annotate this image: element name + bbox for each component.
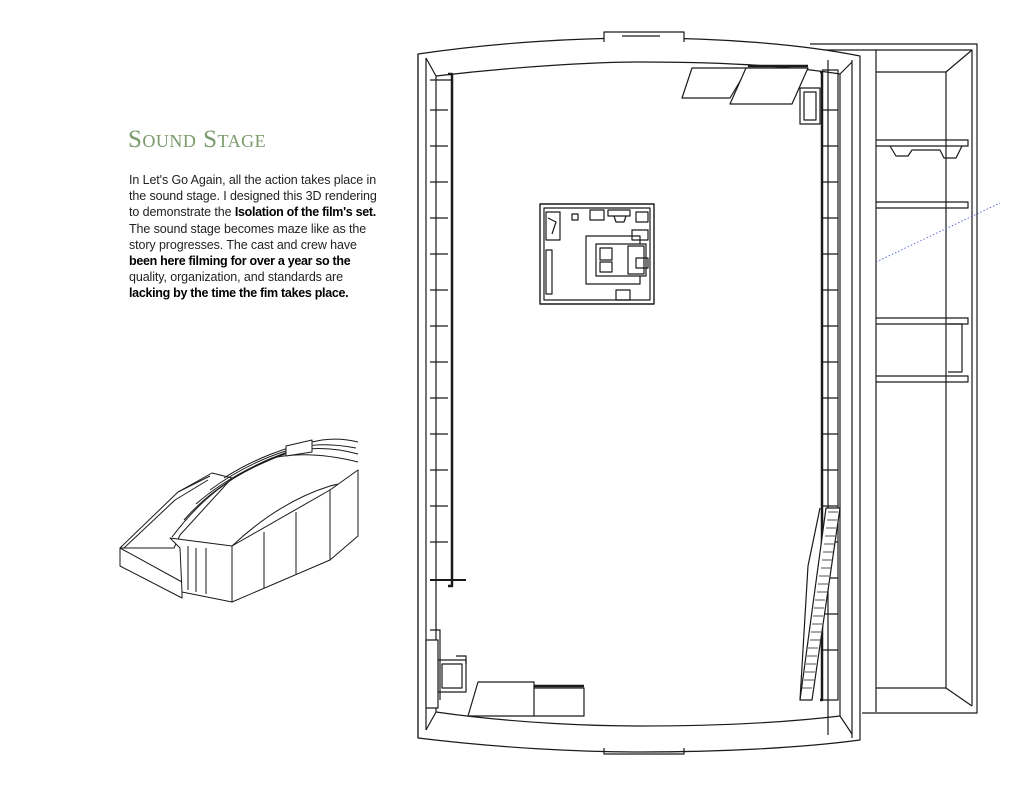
- top-right-props: [681, 64, 821, 125]
- description-emphasis: been here filming for over a year so the: [129, 254, 351, 269]
- description-emphasis: lacking by the time the fim takes place.: [129, 286, 349, 301]
- exterior-building: [119, 438, 359, 603]
- dotted-guide-line: [875, 202, 1001, 263]
- page-title: Sound Stage: [128, 126, 267, 153]
- description-text: The sound stage becomes maze like as the…: [129, 221, 367, 252]
- staircase: [799, 507, 841, 701]
- left-wall-panels: [430, 72, 466, 588]
- description-text: In Let's Go Again, all the action takes …: [129, 173, 377, 220]
- description-paragraph: In Let's Go Again, all the action takes …: [129, 172, 387, 302]
- side-annex: [810, 43, 978, 714]
- stage-shell: [417, 31, 861, 755]
- description-emphasis: Isolation of the film's set.: [234, 205, 376, 220]
- bottom-left-props: [425, 629, 585, 717]
- description-text: quality, organization, and standards are: [129, 270, 343, 285]
- central-set-room: [539, 203, 655, 305]
